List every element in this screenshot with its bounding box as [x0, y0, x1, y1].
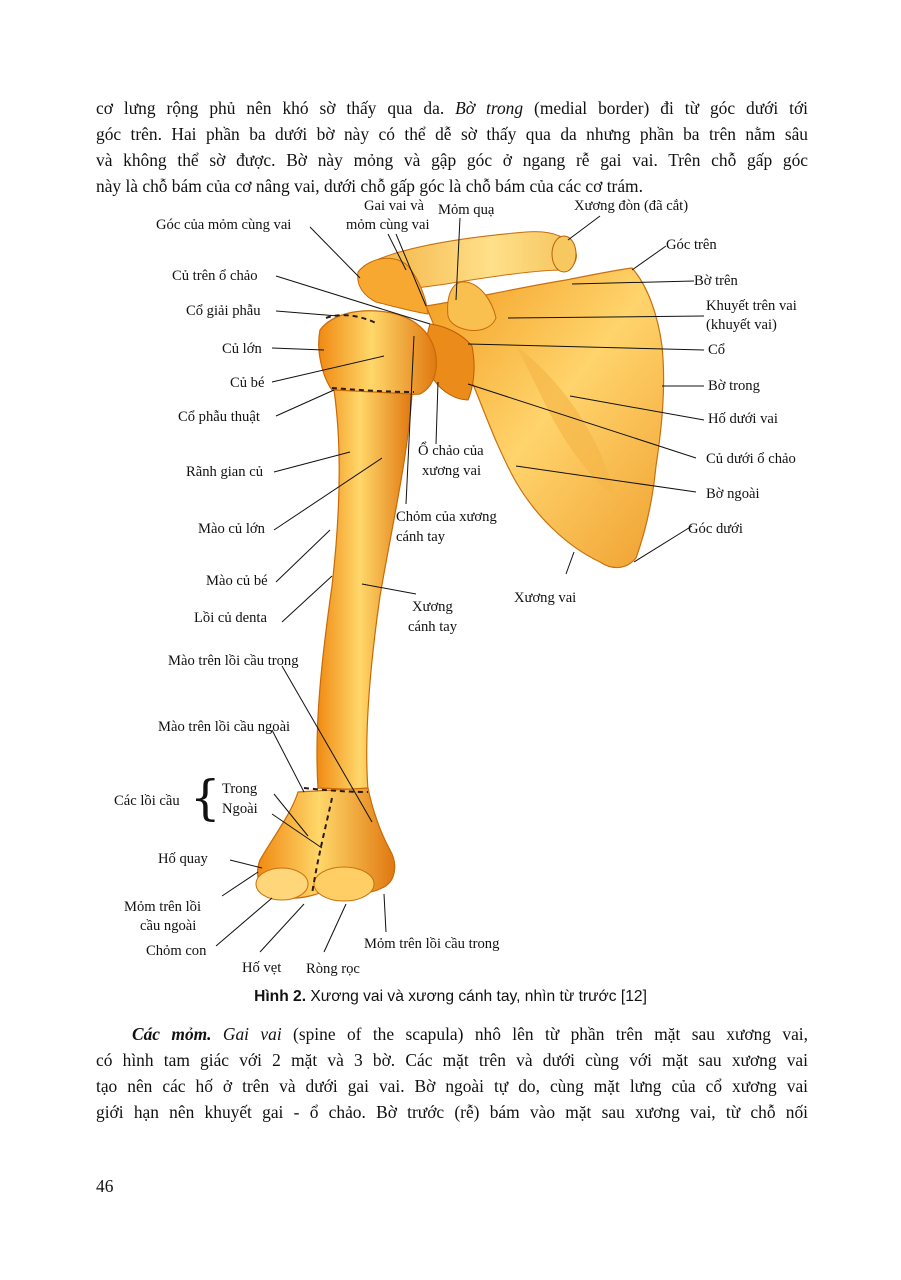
- label-medial-border: Bờ trong: [708, 378, 760, 394]
- capitulum-shape: [255, 867, 309, 901]
- label-coracoid: Mỏm quạ: [438, 202, 495, 218]
- humerus-shaft-shape: [316, 389, 413, 791]
- label-suprascapular-notch-2: (khuyết vai): [706, 317, 777, 333]
- label-intertubercular-groove: Rãnh gian củ: [186, 464, 264, 480]
- label-suprascapular-notch-1: Khuyết trên vai: [706, 298, 797, 314]
- label-lesser-tubercle-crest: Mào củ bé: [206, 573, 268, 589]
- trochlea-shape: [313, 866, 375, 902]
- label-superior-border: Bờ trên: [694, 273, 738, 289]
- label-neck: Cổ: [708, 342, 726, 358]
- text-line: cơ lưng rộng phủ nên khó sờ thấy qua da.…: [96, 98, 808, 118]
- clavicle-cut-end: [551, 235, 577, 273]
- text-line: giới hạn nên khuyết gai - ổ chảo. Bờ trư…: [96, 1102, 808, 1122]
- label-lateral-epicondyle-1: Mỏm trên lồi: [124, 899, 202, 915]
- label-lesser-tubercle: Củ bé: [230, 375, 265, 391]
- caption-text: Xương vai và xương cánh tay, nhìn từ trư…: [306, 988, 647, 1005]
- label-trochlea: Ròng rọc: [306, 961, 360, 977]
- label-medial-supracondylar-ridge: Mào trên lồi cầu trong: [168, 653, 299, 669]
- label-deltoid-tuberosity: Lồi củ denta: [194, 610, 267, 626]
- label-humerus-1: Xương: [412, 599, 453, 615]
- term-processes: Các mỏm.: [132, 1024, 212, 1044]
- label-acromion-angle: Góc của mỏm cùng vai: [156, 217, 292, 233]
- label-greater-tubercle-crest: Mào củ lớn: [198, 521, 265, 537]
- label-inferior-angle: Góc dưới: [688, 521, 743, 537]
- label-infraglenoid: Củ dưới ổ chảo: [706, 451, 796, 467]
- scapula-shape: [425, 267, 665, 569]
- label-glenoid-2: xương vai: [422, 463, 481, 479]
- anatomy-figure: Góc của mỏm cùng vai Gai vai và mỏm cùng…: [96, 196, 808, 977]
- text-line: này là chỗ bám của cơ nâng vai, dưới chỗ…: [96, 176, 643, 196]
- label-subscapular-fossa: Hố dưới vai: [708, 411, 778, 427]
- text-line: góc trên. Hai phần ba dưới bờ này có thể…: [96, 124, 808, 144]
- label-condyles: Các lồi cầu: [114, 793, 180, 809]
- text-line: Các mỏm. Gai vai (spine of the scapula) …: [132, 1024, 808, 1044]
- label-anatomical-neck: Cổ giải phẫu: [186, 303, 261, 319]
- bone-illustration: [215, 215, 705, 953]
- acromion-shape: [357, 257, 429, 315]
- label-radial-fossa: Hố quay: [158, 851, 208, 867]
- figure-caption: Hình 2. Xương vai và xương cánh tay, nhì…: [0, 988, 901, 1006]
- label-spine-2: mỏm cùng vai: [346, 217, 430, 233]
- text-line: có hình tam giác với 2 mặt và 3 bờ. Các …: [96, 1050, 808, 1070]
- humerus-head-shape: [318, 310, 437, 397]
- label-glenoid-1: Ổ chảo của: [418, 443, 484, 459]
- label-surgical-neck: Cổ phẫu thuật: [178, 409, 260, 425]
- label-medial-epicondyle: Mỏm trên lồi cầu trong: [364, 936, 500, 952]
- label-lateral-border: Bờ ngoài: [706, 486, 760, 502]
- label-greater-tubercle: Củ lớn: [222, 341, 262, 357]
- label-scapula: Xương vai: [514, 590, 577, 606]
- term-spine: Gai vai: [222, 1024, 282, 1044]
- label-clavicle: Xương đòn (đã cắt): [574, 198, 689, 214]
- term-medial-border: Bờ trong: [455, 98, 524, 118]
- label-lateral-epicondyle-2: cầu ngoài: [140, 918, 197, 934]
- label-humerus-2: cánh tay: [408, 619, 458, 635]
- label-medial: Trong: [222, 781, 258, 797]
- label-coronoid-fossa: Hố vẹt: [242, 960, 282, 976]
- caption-prefix: Hình 2.: [254, 988, 307, 1005]
- label-superior-angle: Góc trên: [666, 237, 717, 253]
- leader-lines: [215, 215, 705, 953]
- scapula-shading: [516, 346, 616, 496]
- label-supraglenoid: Củ trên ổ chảo: [172, 268, 258, 284]
- text-line: tạo nên các hố ở trên và dưới gai vai. B…: [96, 1076, 808, 1096]
- label-capitulum: Chỏm con: [146, 943, 207, 959]
- label-spine-1: Gai vai và: [364, 198, 424, 214]
- label-lateral-supracondylar-ridge: Mào trên lồi cầu ngoài: [158, 719, 291, 735]
- coracoid-shape: [447, 281, 497, 331]
- label-humerus-head-1: Chỏm của xương: [396, 509, 497, 525]
- paragraph-bottom: Các mỏm. Gai vai (spine of the scapula) …: [96, 1021, 808, 1125]
- paragraph-top: cơ lưng rộng phủ nên khó sờ thấy qua da.…: [96, 95, 808, 199]
- page-number: 46: [96, 1176, 114, 1196]
- text-line: và không thể sờ được. Bờ này mỏng và gập…: [96, 150, 808, 170]
- label-humerus-head-2: cánh tay: [396, 529, 446, 545]
- brace-icon: {: [190, 770, 221, 826]
- label-lateral: Ngoài: [222, 801, 258, 817]
